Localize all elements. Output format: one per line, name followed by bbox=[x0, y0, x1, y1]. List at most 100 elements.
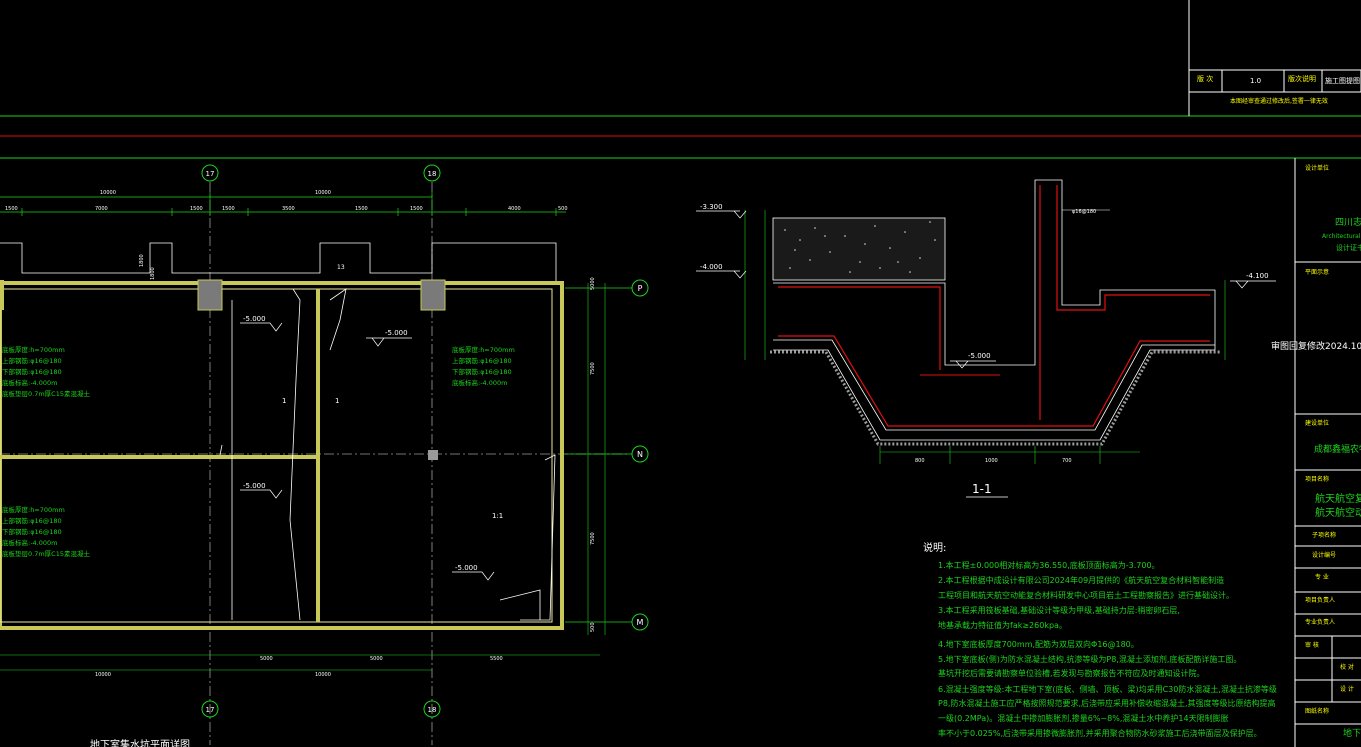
architecture-line-1: Architectural bbox=[1322, 233, 1361, 240]
backfill-dots bbox=[784, 221, 936, 273]
svg-text:N: N bbox=[637, 450, 643, 459]
svg-text:上部钢筋:φ16@180: 上部钢筋:φ16@180 bbox=[2, 516, 62, 525]
backfill-block bbox=[772, 217, 946, 281]
svg-text:17: 17 bbox=[206, 170, 215, 178]
note-line-10: 一级(0.2MPa)。混凝土中掺加膨胀剂,掺量6%~8%,混凝土水中养护14天限… bbox=[938, 713, 1229, 723]
dim-bottom-3: 5500 bbox=[490, 656, 503, 662]
check-label: 校 对 bbox=[1340, 663, 1354, 671]
slab-note-a: 底板厚度:h=700mm 上部钢筋:φ16@180 下部钢筋:φ16@180 底… bbox=[2, 345, 90, 398]
institute-name: 四川志 bbox=[1335, 216, 1361, 228]
svg-text:底板厚度:h=700mm: 底板厚度:h=700mm bbox=[2, 345, 65, 354]
drawing-no-value: 地下 bbox=[1343, 727, 1361, 739]
svg-text:1800: 1800 bbox=[139, 254, 145, 267]
note-line-5: 4.地下室底板厚度700mm,配筋为双层双向Φ16@180。 bbox=[938, 639, 1139, 649]
section-1-1[interactable]: 800 1000 700 -3.300 -4.000 -4.100 -5.000… bbox=[696, 179, 1276, 498]
axis-bubble-18-top: 18 bbox=[423, 164, 441, 182]
section-elev-mid: -4.000 bbox=[696, 263, 747, 279]
note-line-8: 6.混凝土强度等级:本工程地下室(底板、侧墙、顶板、梁)均采用C30防水混凝土,… bbox=[938, 684, 1277, 694]
axis-bubble-17-bottom: 17 bbox=[201, 700, 219, 718]
svg-text:-5.000: -5.000 bbox=[243, 315, 266, 323]
svg-text:底板厚度:h=700mm: 底板厚度:h=700mm bbox=[452, 345, 515, 354]
revision-note-line: 本图经审查通过修改后,签署一律无效 bbox=[1230, 97, 1328, 105]
desc-label: 版次说明 bbox=[1288, 74, 1316, 83]
svg-text:-4.000: -4.000 bbox=[700, 263, 723, 271]
svg-text:下部钢筋:φ16@180: 下部钢筋:φ16@180 bbox=[452, 367, 512, 376]
dim-top-8: 500 bbox=[558, 206, 568, 212]
dim-top-4: 3500 bbox=[282, 206, 295, 212]
elevation-marker-c: -5.000 bbox=[240, 482, 283, 499]
desc-value: 施工图提图 bbox=[1325, 76, 1360, 85]
section-mark-1: 1 bbox=[282, 397, 286, 405]
note-line-9: P8,防水混凝土施工应严格按照规范要求,后浇带应采用补偿收缩混凝土,其强度等级比… bbox=[938, 698, 1276, 708]
axis-bubble-17-top: 17 bbox=[201, 164, 219, 182]
section-dim-2: 700 bbox=[1062, 458, 1072, 464]
dim-bottom-1: 5000 bbox=[260, 656, 273, 662]
note-line-2: 工程项目和航天航空动能复合材料研发中心项目岩土工程勘察报告》进行基础设计。 bbox=[938, 590, 1234, 600]
dim-right-1: 7500 bbox=[590, 362, 596, 375]
section-dim-0: 800 bbox=[915, 458, 925, 464]
section-dim-1: 1000 bbox=[985, 458, 998, 464]
svg-text:下部钢筋:φ16@180: 下部钢筋:φ16@180 bbox=[2, 527, 62, 536]
section-title: 1-1 bbox=[972, 482, 992, 496]
project-label: 项目名称 bbox=[1305, 475, 1329, 483]
note-line-3: 3.本工程采用筏板基础,基础设计等级为甲级,基础持力层:稍密卵石层, bbox=[938, 605, 1180, 615]
svg-text:-5.000: -5.000 bbox=[243, 482, 266, 490]
svg-text:18: 18 bbox=[428, 706, 437, 714]
dim-top-0: 1500 bbox=[5, 206, 18, 212]
column-17 bbox=[197, 279, 223, 311]
dim-top-5: 1500 bbox=[355, 206, 368, 212]
label-13: 13 bbox=[337, 264, 345, 271]
dim-top-total-1: 10000 bbox=[100, 190, 116, 196]
note-line-1: 2.本工程根据中成设计有限公司2024年09月提供的《航天航空复合材料智能制造 bbox=[938, 575, 1224, 585]
dim-bottom-total-1: 10000 bbox=[95, 672, 111, 678]
professional-leader-label: 专业负责人 bbox=[1305, 618, 1335, 626]
client-name: 成都鑫福农牧 bbox=[1314, 443, 1361, 455]
axis-bubble-18-bottom: 18 bbox=[423, 700, 441, 718]
svg-text:17: 17 bbox=[206, 706, 215, 714]
revision-table: 版 次 1.0 版次说明 施工图提图 本图经审查通过修改后,签署一律无效 bbox=[1188, 69, 1361, 105]
svg-text:-3.300: -3.300 bbox=[700, 203, 723, 211]
dim-top-1: 7000 bbox=[95, 206, 108, 212]
note-line-7: 基坑开挖后需要请勘察单位验槽,若发现与勘察报告不符应及时通知设计院。 bbox=[938, 668, 1205, 678]
svg-text:18: 18 bbox=[428, 170, 437, 178]
axis-bubble-N: N bbox=[631, 445, 649, 463]
slab-note-c: 底板厚度:h=700mm 上部钢筋:φ16@180 下部钢筋:φ16@180 底… bbox=[2, 505, 90, 558]
note-line-6: 5.地下室底板(侧)为防水混凝土结构,抗渗等级为P8,混凝土添加剂,底板配筋详施… bbox=[938, 654, 1241, 664]
svg-text:M: M bbox=[637, 618, 644, 627]
svg-text:-5.000: -5.000 bbox=[968, 352, 991, 360]
revision-note: 审图回复修改2024.10.22 bbox=[1271, 340, 1361, 352]
project-name-1: 航天航空复 bbox=[1315, 492, 1361, 505]
general-notes[interactable]: 说明: 1.本工程±0.000相对标高为36.550,底板顶面标高为-3.700… bbox=[923, 541, 1277, 738]
svg-text:P: P bbox=[638, 284, 643, 293]
axis-bubble-P: P bbox=[631, 279, 649, 297]
review-label: 审 核 bbox=[1305, 641, 1319, 649]
title-block: 设计单位 四川志 Architectural 设计证书 平面示意 审图回复修改2… bbox=[1271, 164, 1361, 739]
svg-text:底板标高:-4.000m: 底板标高:-4.000m bbox=[452, 378, 507, 387]
svg-text:底板厚度:h=700mm: 底板厚度:h=700mm bbox=[2, 505, 65, 514]
dim-top-6: 1500 bbox=[410, 206, 423, 212]
svg-text:底板标高:-4.000m: 底板标高:-4.000m bbox=[2, 378, 57, 387]
label-1-1: 1:1 bbox=[492, 512, 503, 520]
dim-bottom-total-2: 10000 bbox=[315, 672, 331, 678]
project-leader-label: 项目负责人 bbox=[1305, 596, 1335, 604]
section-elev-pit: -5.000 bbox=[950, 352, 996, 369]
dim-bottom-2: 5000 bbox=[370, 656, 383, 662]
project-name-2: 航天航空动 bbox=[1315, 506, 1361, 519]
svg-text:-4.100: -4.100 bbox=[1246, 272, 1269, 280]
svg-text:上部钢筋:φ16@180: 上部钢筋:φ16@180 bbox=[2, 356, 62, 365]
pit-plan-view[interactable]: 17 18 17 18 P N M bbox=[0, 164, 649, 747]
column-18 bbox=[420, 279, 446, 311]
svg-text:底板垫层0.7m厚C15素混凝土: 底板垫层0.7m厚C15素混凝土 bbox=[2, 389, 90, 398]
plan-label: 平面示意 bbox=[1305, 268, 1329, 276]
sub-project-label: 子项名称 bbox=[1312, 531, 1336, 539]
outer-wall-outline bbox=[0, 242, 557, 283]
section-rebar-note: φ16@180 bbox=[1072, 209, 1096, 215]
svg-text:下部钢筋:φ16@180: 下部钢筋:φ16@180 bbox=[2, 367, 62, 376]
design-institute-label: 设计单位 bbox=[1305, 164, 1329, 172]
note-line-11: 率不小于0.025%,后浇带采用掺微膨胀剂,并采用聚合物防水砂浆施工后浇带面层及… bbox=[938, 728, 1262, 738]
pit-section-outline bbox=[773, 179, 1216, 441]
svg-text:上部钢筋:φ16@180: 上部钢筋:φ16@180 bbox=[452, 356, 512, 365]
discipline-label: 专 业 bbox=[1315, 573, 1329, 581]
